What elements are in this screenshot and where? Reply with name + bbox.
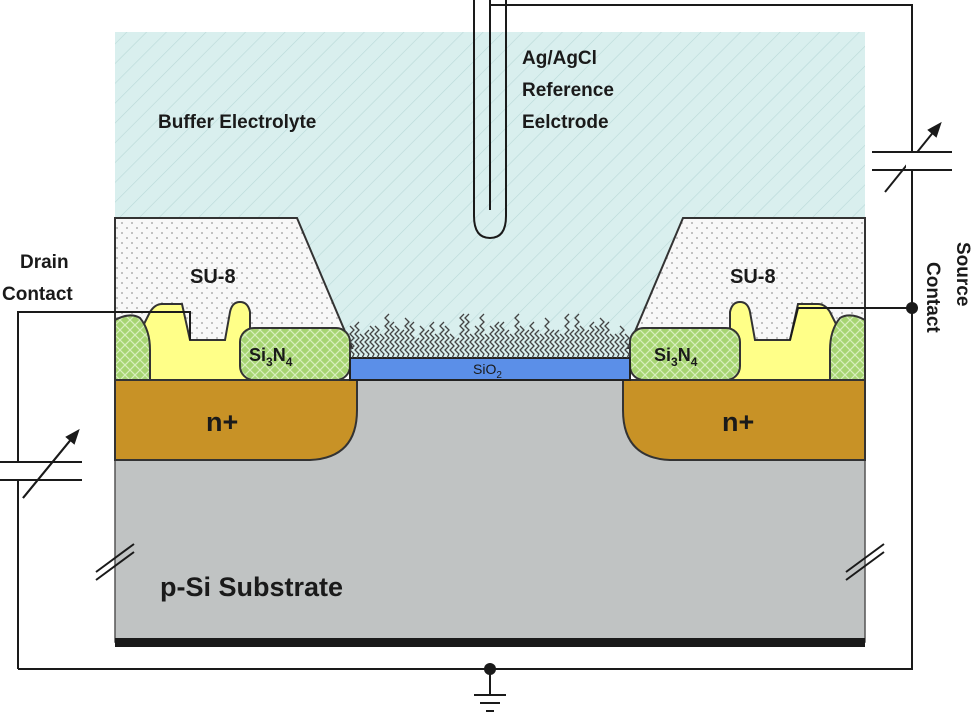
receptor-hair (534, 329, 540, 359)
source-label-line1: Source (952, 242, 973, 306)
receptor-hair (379, 333, 385, 359)
receptor-hair (519, 325, 525, 359)
receptor-hair (409, 321, 415, 359)
receptor-hair (484, 333, 490, 359)
left-source-gap (10, 463, 26, 479)
receptor-hair (459, 313, 465, 359)
receptor-hair (524, 329, 530, 359)
receptor-hair (369, 325, 375, 359)
receptor-hair (539, 333, 545, 359)
right-source-plates (872, 151, 952, 171)
receptor-hair (544, 317, 550, 359)
ground-junction-dot (484, 663, 496, 675)
drain-label-line1: Drain (20, 252, 69, 273)
reference-electrode-tube (473, 0, 507, 240)
receptor-hair (419, 325, 425, 359)
receptor-hair (499, 321, 505, 359)
receptor-hair (429, 321, 435, 359)
receptor-hair (549, 329, 555, 359)
receptor-hair (464, 313, 470, 359)
receptor-hair (444, 325, 450, 359)
n-plus-source-label: n+ (722, 407, 754, 437)
drain-label-line2: Contact (2, 284, 73, 305)
su8-right-label: SU-8 (730, 266, 776, 288)
surface-receptor-layer (349, 313, 630, 359)
receptor-hair (359, 333, 365, 359)
substrate-label: p-Si Substrate (160, 572, 343, 602)
circuit-wiring (17, 4, 913, 694)
right-source-gap (906, 153, 918, 169)
receptor-hair (494, 321, 500, 359)
si3n4-left-label: Si3N4 (249, 345, 293, 369)
source-label-line2: Contact (922, 262, 943, 333)
receptor-hair (479, 313, 485, 359)
receptor-hair (474, 325, 480, 359)
receptor-hair (504, 329, 510, 359)
si3n4-right-block (629, 327, 741, 381)
receptor-hair (434, 333, 440, 359)
receptor-hair (599, 317, 605, 359)
reference-label-line1: Ag/AgCl (522, 48, 597, 69)
sio2-label: SiO2 (473, 361, 502, 381)
receptor-hair (619, 325, 625, 359)
receptor-hair (614, 333, 620, 359)
su8-left-label: SU-8 (190, 266, 236, 288)
receptor-hair (514, 313, 520, 359)
sio2-gate-oxide (349, 357, 631, 381)
reference-label-line2: Reference (522, 80, 614, 101)
receptor-hair (624, 333, 630, 359)
receptor-hair (584, 329, 590, 359)
receptor-hair (399, 329, 405, 359)
substrate-back-contact (115, 638, 865, 647)
si3n4-right-label: Si3N4 (654, 345, 698, 369)
receptor-hair (604, 321, 610, 359)
receptor-hair (364, 329, 370, 359)
receptor-hair (574, 313, 580, 359)
source-junction-dot (906, 302, 918, 314)
receptor-hair (559, 333, 565, 359)
receptor-hair (354, 321, 360, 359)
receptor-hair (414, 337, 420, 359)
n-plus-drain-label: n+ (206, 407, 238, 437)
substrate-break-marks (95, 543, 885, 581)
receptor-hair (349, 325, 355, 359)
receptor-hair (609, 333, 615, 359)
receptor-hair (589, 321, 595, 359)
reference-label-line3: Eelctrode (522, 112, 609, 133)
si3n4-right-edge (829, 314, 866, 381)
n-plus-drain-region (114, 379, 358, 461)
si3n4-left-block (239, 327, 351, 381)
receptor-hair (564, 313, 570, 359)
receptor-hair (579, 325, 585, 359)
receptor-hair (439, 321, 445, 359)
receptor-hair (389, 321, 395, 359)
receptor-hair (384, 313, 390, 359)
receptor-hair (509, 333, 515, 359)
receptor-hair (469, 333, 475, 359)
left-source-plates (0, 436, 82, 499)
receptor-hair (454, 337, 460, 359)
buffer-electrolyte-label: Buffer Electrolyte (158, 112, 316, 133)
receptor-hair (529, 321, 535, 359)
receptor-hair (594, 325, 600, 359)
receptor-hair (424, 329, 430, 359)
receptor-hair (569, 329, 575, 359)
n-plus-source-region (622, 379, 866, 461)
receptor-hair (374, 325, 380, 359)
receptor-hair (449, 333, 455, 359)
receptor-hair (404, 317, 410, 359)
receptor-hair (394, 325, 400, 359)
receptor-hair (489, 325, 495, 359)
receptor-hair (554, 329, 560, 359)
ground-icon (474, 694, 506, 712)
si3n4-left-edge (114, 314, 151, 381)
